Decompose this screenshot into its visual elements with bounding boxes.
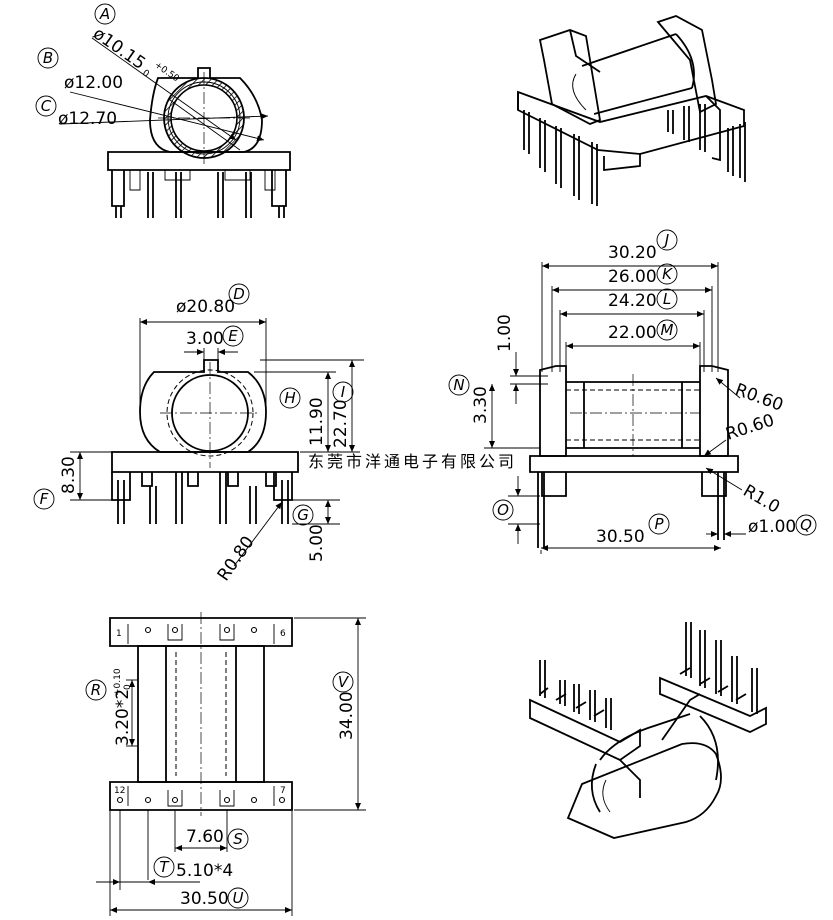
tag-S: S	[233, 830, 243, 848]
dim-r10: R1.0	[740, 481, 784, 518]
dim-A-tol-minus: 0	[140, 68, 151, 80]
tag-P: P	[654, 515, 664, 533]
tag-C: C	[41, 97, 52, 115]
watermark: 东莞市洋通电子有限公司	[308, 452, 517, 471]
tag-R: R	[91, 681, 101, 699]
dim-S: 7.60	[186, 827, 224, 847]
tag-F: F	[40, 490, 49, 508]
pin-number-1: 1	[116, 629, 122, 639]
front-view: ø20.80 D 3.00 E 11.90 22.70 H I 8.30 F 5	[33, 283, 364, 585]
tag-J: J	[662, 231, 669, 249]
tag-H: H	[284, 389, 295, 407]
dim-Q: ø1.00	[748, 517, 796, 537]
isometric-view-top	[517, 15, 746, 206]
tag-O: O	[497, 501, 509, 519]
tag-N: N	[453, 376, 464, 394]
dim-I-value: 22.70	[331, 399, 351, 448]
tag-D: D	[233, 285, 245, 303]
dim-r060b: R0.60	[723, 410, 776, 444]
tag-V: V	[338, 673, 350, 691]
bottom-view: 1 6 12 7 3.20*2 +0.10 0 R 34.00 V 7.60 S…	[85, 612, 366, 916]
dim-U: 30.50	[180, 889, 229, 909]
dim-r080: R0.80	[214, 533, 259, 585]
tag-Q: Q	[800, 516, 812, 534]
pin-number-6: 6	[280, 629, 286, 639]
tag-M: M	[661, 321, 674, 339]
tag-I: I	[341, 383, 346, 401]
dim-T: 5.10*4	[176, 861, 233, 881]
dim-r060a: R0.60	[732, 380, 786, 416]
dim-H-value: 11.90	[307, 397, 327, 446]
dim-E: 3.00	[186, 329, 224, 349]
dim-t100: 1.00	[495, 314, 515, 352]
dim-B: ø12.00	[64, 73, 123, 93]
dim-G: 5.00	[307, 524, 327, 562]
dim-A: ø10.15	[89, 24, 149, 74]
side-view: 30.20 J 26.00 K 24.20 L 22.00 M 1.00 3.3…	[448, 229, 817, 554]
dim-D: ø20.80	[176, 297, 235, 317]
tag-K: K	[662, 265, 673, 283]
dim-K: 26.00	[608, 267, 657, 287]
dim-R-tol-minus: 0	[123, 684, 133, 690]
tag-G: G	[297, 506, 309, 524]
pin-number-7: 7	[280, 786, 286, 796]
tag-U: U	[233, 889, 244, 907]
dim-P: 30.50	[596, 527, 645, 547]
dim-J: 30.20	[608, 243, 657, 263]
dim-V: 34.00	[337, 691, 357, 740]
tag-L: L	[663, 290, 671, 308]
dim-M: 22.00	[608, 323, 657, 343]
tag-A: A	[99, 5, 110, 23]
dim-L: 24.20	[608, 291, 657, 311]
dim-R-tol-plus: +0.10	[113, 668, 123, 696]
pin-number-12: 12	[114, 786, 125, 796]
dim-C: ø12.70	[58, 109, 117, 129]
dim-R: 3.20*2	[113, 689, 133, 746]
tag-B: B	[43, 49, 53, 67]
end-view-top: A ø10.15 +0.50 0 B ø12.00 C ø12.70	[35, 3, 291, 218]
tag-T: T	[159, 858, 170, 876]
dim-F: 8.30	[59, 456, 79, 494]
dim-N: 3.30	[471, 386, 491, 424]
isometric-view-bottom	[529, 622, 767, 839]
tag-E: E	[228, 327, 238, 345]
